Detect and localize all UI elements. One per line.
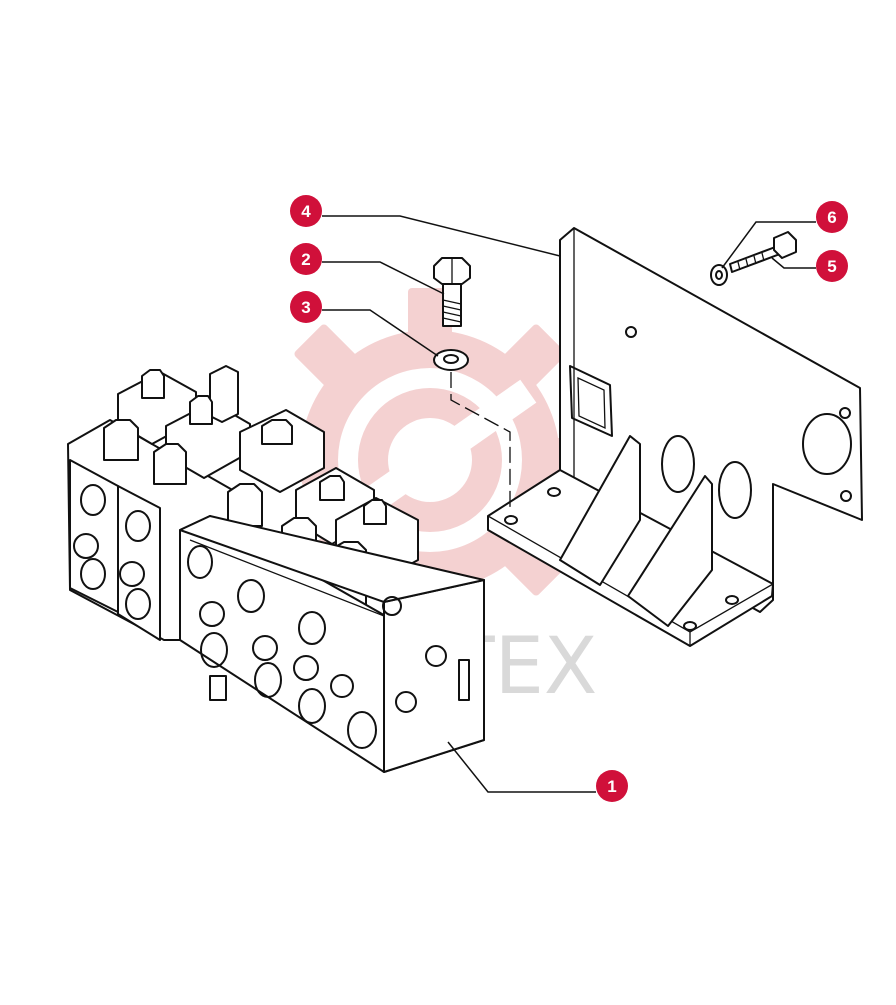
svg-text:3: 3 bbox=[301, 298, 310, 317]
svg-text:1: 1 bbox=[607, 777, 616, 796]
mounting-bracket-icon bbox=[487, 227, 863, 647]
hex-bolt-icon bbox=[433, 257, 471, 327]
small-bolt-icon bbox=[729, 231, 797, 273]
washer-icon bbox=[433, 349, 511, 510]
svg-text:5: 5 bbox=[827, 257, 836, 276]
callout-6[interactable]: 6 bbox=[816, 201, 848, 233]
callout-2[interactable]: 2 bbox=[290, 243, 322, 275]
svg-text:2: 2 bbox=[301, 250, 310, 269]
callout-3[interactable]: 3 bbox=[290, 291, 322, 323]
callout-5[interactable]: 5 bbox=[816, 250, 848, 282]
callout-4[interactable]: 4 bbox=[290, 195, 322, 227]
callout-1[interactable]: 1 bbox=[596, 770, 628, 802]
small-washer-icon bbox=[710, 264, 728, 286]
svg-text:6: 6 bbox=[827, 208, 836, 227]
leader-lines bbox=[322, 215, 816, 793]
valve-block-icon bbox=[67, 365, 485, 773]
svg-text:4: 4 bbox=[301, 202, 311, 221]
